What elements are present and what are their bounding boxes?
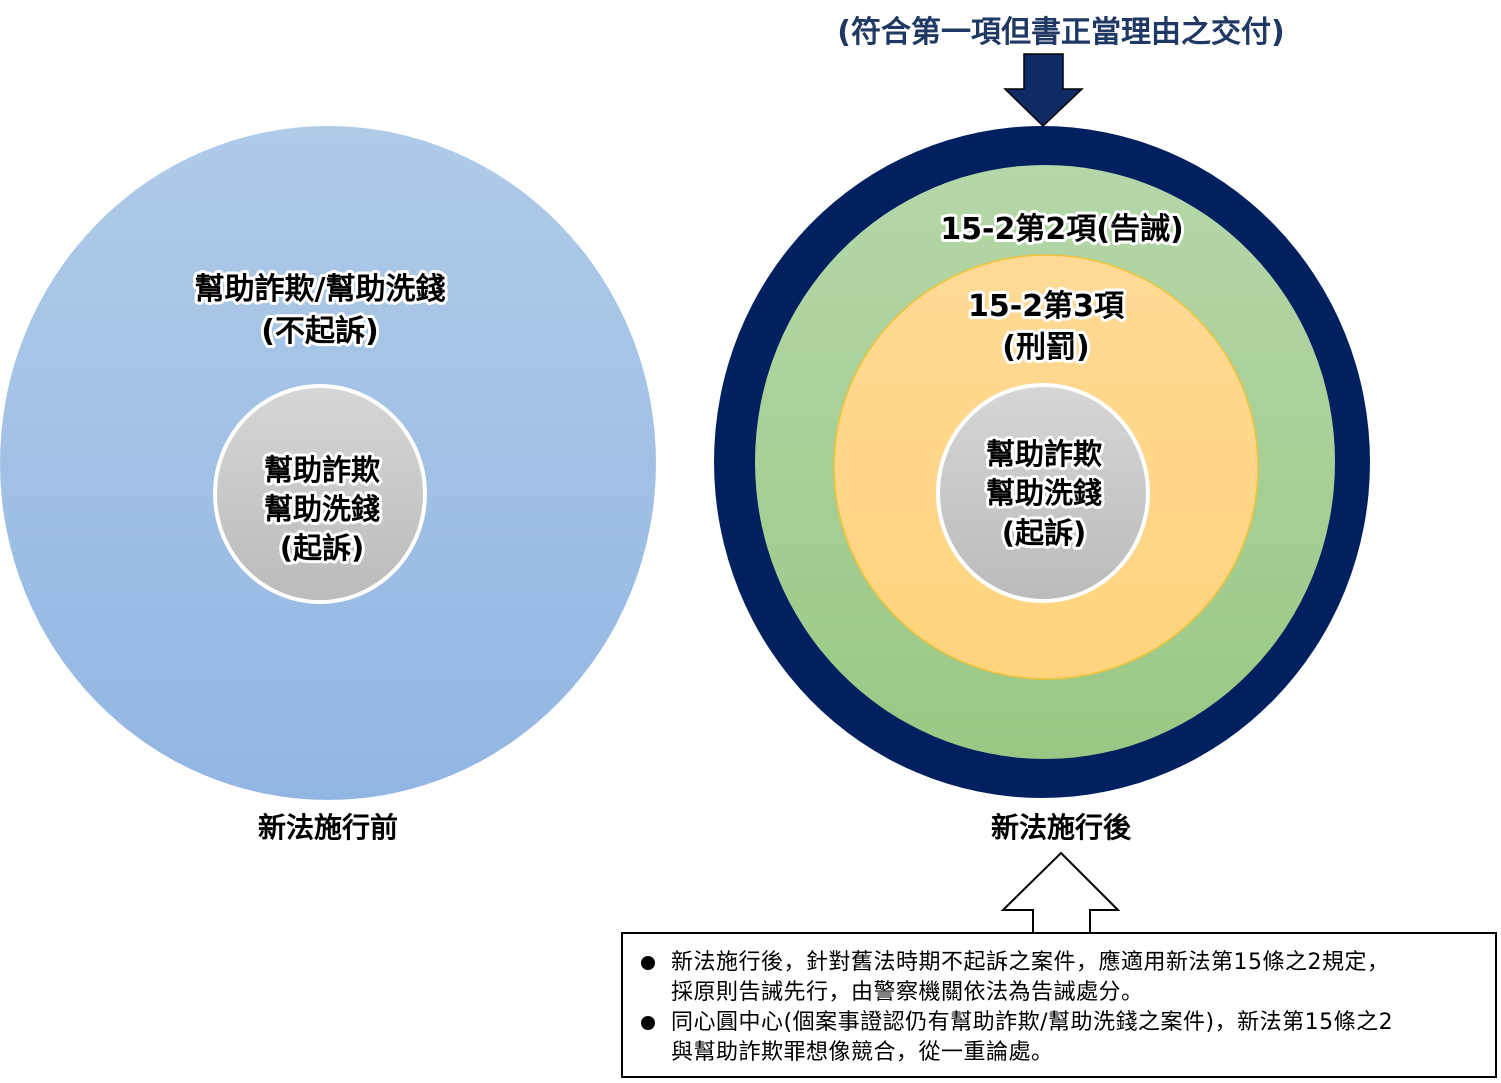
after-ring2-label: 15-2第2項(告誡) (940, 212, 1183, 247)
bullet-icon (641, 1016, 655, 1030)
after-ring3-label-line1: 15-2第3項 (968, 289, 1125, 324)
after-diagram: 15-2第2項(告誡) 15-2第3項 (刑罰) 幫助詐欺 幫助洗錢 (起訴) … (714, 126, 1370, 844)
before-outer-label-line1: 幫助詐欺/幫助洗錢 (195, 272, 446, 307)
before-inner-label-line3: (起訴) (280, 531, 365, 565)
notes-box: 新法施行後，針對舊法時期不起訴之案件，應適用新法第15條之2規定， 採原則告誡先… (621, 932, 1497, 1078)
up-arrow-icon (1000, 851, 1121, 933)
before-diagram: 幫助詐欺/幫助洗錢 (不起訴) 幫助詐欺 幫助洗錢 (起訴) 新法施行前 (0, 126, 656, 844)
note-item: 新法施行後，針對舊法時期不起訴之案件，應適用新法第15條之2規定， 採原則告誡先… (637, 948, 1485, 1008)
after-inner-circle (936, 383, 1150, 603)
after-ring3-label-line2: (刑罰) (1002, 330, 1089, 365)
top-annotation: (符合第一項但書正當理由之交付) (837, 15, 1284, 50)
before-inner-label-line2: 幫助洗錢 (264, 492, 380, 526)
after-inner-label-line2: 幫助洗錢 (986, 476, 1102, 510)
before-inner-circle (213, 384, 427, 604)
before-inner-label-line1: 幫助詐欺 (264, 453, 380, 487)
note-1-line1: 新法施行後，針對舊法時期不起訴之案件，應適用新法第15條之2規定， (671, 950, 1390, 975)
note-2-line1: 同心圓中心(個案事證認仍有幫助詐欺/幫助洗錢之案件)，新法第15條之2 (671, 1010, 1394, 1035)
before-outer-label-line2: (不起訴) (261, 314, 378, 349)
after-caption: 新法施行後 (991, 811, 1132, 844)
note-1-line2: 採原則告誡先行，由警察機關依法為告誡處分。 (671, 980, 1144, 1005)
before-caption: 新法施行前 (258, 811, 398, 844)
note-item: 同心圓中心(個案事證認仍有幫助詐欺/幫助洗錢之案件)，新法第15條之2 與幫助詐… (637, 1008, 1485, 1068)
note-2-line2: 與幫助詐欺罪想像競合，從一重論處。 (671, 1040, 1054, 1065)
down-arrow-icon (1003, 53, 1084, 128)
after-inner-label-line3: (起訴) (1002, 516, 1087, 550)
bullet-icon (641, 956, 655, 970)
after-inner-label-line1: 幫助詐欺 (986, 437, 1102, 471)
